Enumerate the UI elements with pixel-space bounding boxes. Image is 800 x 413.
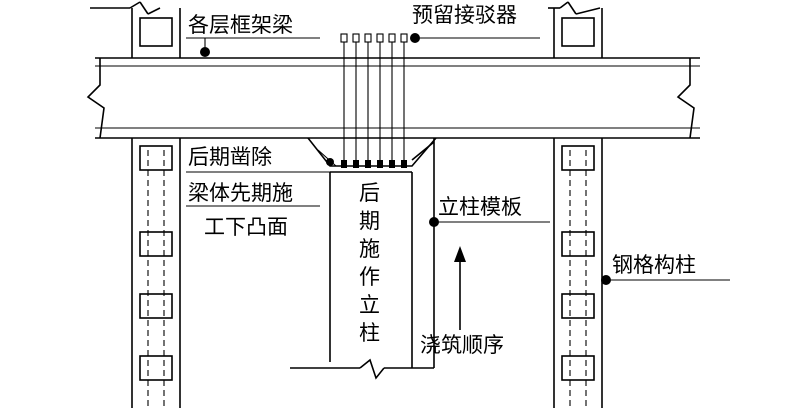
frame-beam xyxy=(86,57,700,139)
top-couplers xyxy=(340,33,408,43)
label-later-column-char: 后 xyxy=(359,181,380,205)
label-later-column-char: 施 xyxy=(359,237,380,261)
rebar-bars xyxy=(343,42,405,160)
beam-convex-underside xyxy=(307,137,437,173)
label-later-column-char: 立 xyxy=(359,293,380,317)
label-later-chisel: 后期凿除 xyxy=(188,145,272,169)
label-pour-order: 浇筑顺序 xyxy=(420,333,504,357)
bottom-couplers xyxy=(341,160,407,168)
leader-steel-column xyxy=(601,275,730,285)
later-column xyxy=(290,138,435,380)
top-break-lines xyxy=(90,1,601,15)
leader-column-formwork xyxy=(429,217,550,227)
label-column-formwork: 立柱模板 xyxy=(438,195,522,219)
label-beam-convex-line1: 梁体先期施 xyxy=(188,181,293,205)
label-beam-convex-line2: 工下凸面 xyxy=(204,215,288,239)
label-later-column-char: 柱 xyxy=(359,321,380,345)
label-later-column-char: 作 xyxy=(359,265,380,289)
leader-later-chisel xyxy=(186,149,337,173)
label-frame-beam: 各层框架梁 xyxy=(188,13,293,37)
label-coupler: 预留接驳器 xyxy=(412,3,517,27)
upper-column-left xyxy=(131,8,181,58)
leader-frame-beam xyxy=(186,37,320,57)
upper-column-right xyxy=(553,8,603,58)
label-later-column: 后 期 施 作 立 柱 xyxy=(359,181,380,345)
label-steel-column: 钢格构柱 xyxy=(612,253,696,277)
lower-column-right xyxy=(553,138,603,408)
lower-column-left xyxy=(131,138,181,408)
pour-order-arrow xyxy=(454,246,466,330)
label-later-column-char: 期 xyxy=(359,209,380,233)
leader-coupler xyxy=(410,33,540,43)
